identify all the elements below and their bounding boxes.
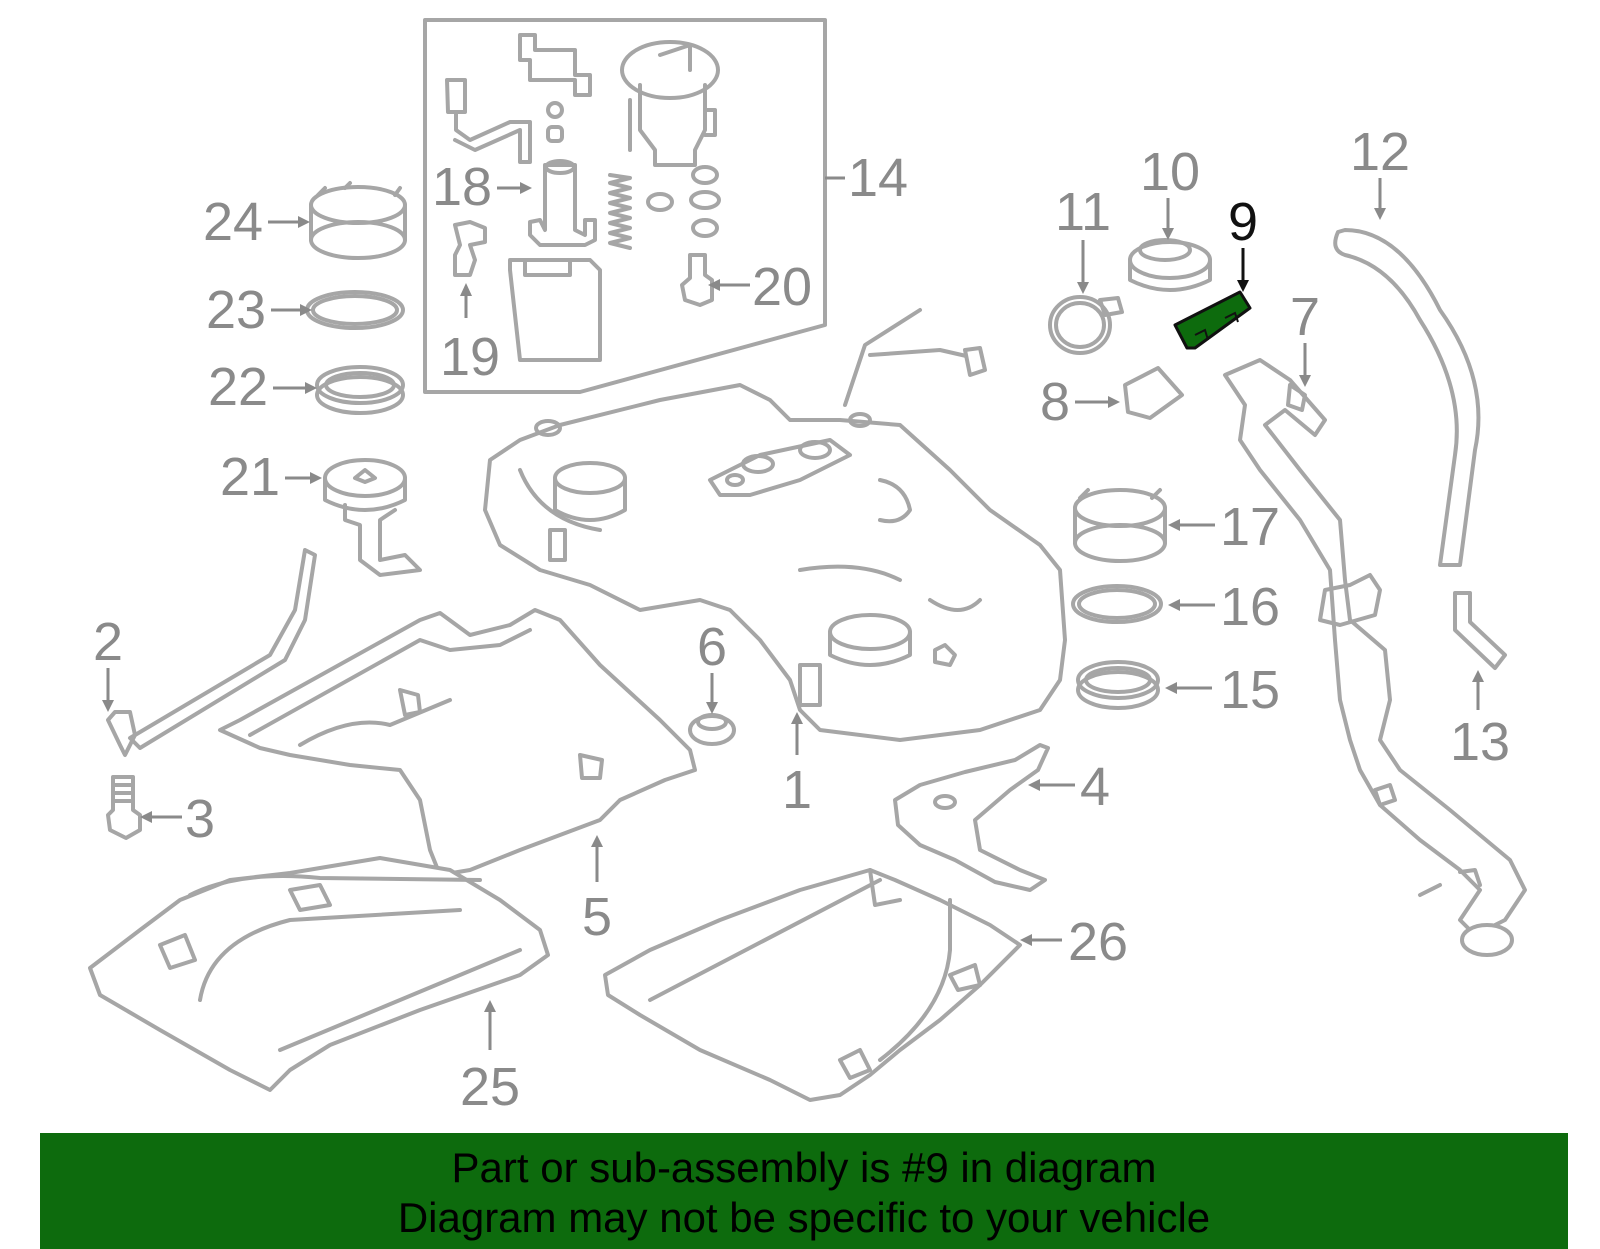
callout-5: 5 — [582, 887, 612, 947]
right-ring-parts — [1071, 488, 1167, 710]
skid-plate-26 — [603, 868, 1022, 1102]
part-9-highlighted — [1173, 290, 1252, 350]
callout-18: 18 — [432, 157, 492, 217]
callout-22: 22 — [208, 357, 268, 417]
callout-9: 9 — [1228, 192, 1258, 252]
callout-10: 10 — [1140, 142, 1200, 202]
callout-21: 21 — [220, 447, 280, 507]
callout-26: 26 — [1068, 912, 1128, 972]
grommet — [688, 713, 736, 746]
callout-4: 4 — [1080, 757, 1110, 817]
callout-17: 17 — [1220, 497, 1280, 557]
callout-23: 23 — [206, 280, 266, 340]
callout-14: 14 — [848, 148, 908, 208]
callout-8: 8 — [1040, 372, 1070, 432]
callout-13: 13 — [1450, 712, 1510, 772]
heat-shield — [218, 608, 697, 877]
filler-small-parts — [1048, 238, 1212, 420]
callout-6: 6 — [697, 617, 727, 677]
callout-11: 11 — [1055, 182, 1111, 242]
bracket-4 — [893, 743, 1050, 892]
fuel-tank — [483, 308, 1067, 742]
callout-12: 12 — [1350, 122, 1410, 182]
callout-16: 16 — [1220, 577, 1280, 637]
tank-strap — [106, 548, 317, 840]
banner-line-2: Diagram may not be specific to your vehi… — [397, 1194, 1211, 1241]
fuel-pump-assembly-box — [423, 18, 827, 394]
callout-1: 1 — [782, 760, 812, 820]
callout-24: 24 — [203, 192, 263, 252]
callout-25: 25 — [460, 1057, 520, 1117]
callout-19: 19 — [440, 327, 500, 387]
info-banner: Part or sub-assembly is #9 in diagram Di… — [40, 1133, 1568, 1249]
skid-plate-25 — [88, 856, 550, 1092]
callout-3: 3 — [185, 789, 215, 849]
filler-neck — [1223, 228, 1527, 957]
callout-20: 20 — [752, 257, 812, 317]
banner-line-1: Part or sub-assembly is #9 in diagram — [451, 1144, 1157, 1191]
callout-2: 2 — [93, 612, 123, 672]
callout-15: 15 — [1220, 660, 1280, 720]
callout-7: 7 — [1290, 287, 1320, 347]
callouts: 14 18 19 20 24 23 22 21 2 — [93, 122, 1510, 1117]
left-ring-parts — [305, 181, 422, 577]
